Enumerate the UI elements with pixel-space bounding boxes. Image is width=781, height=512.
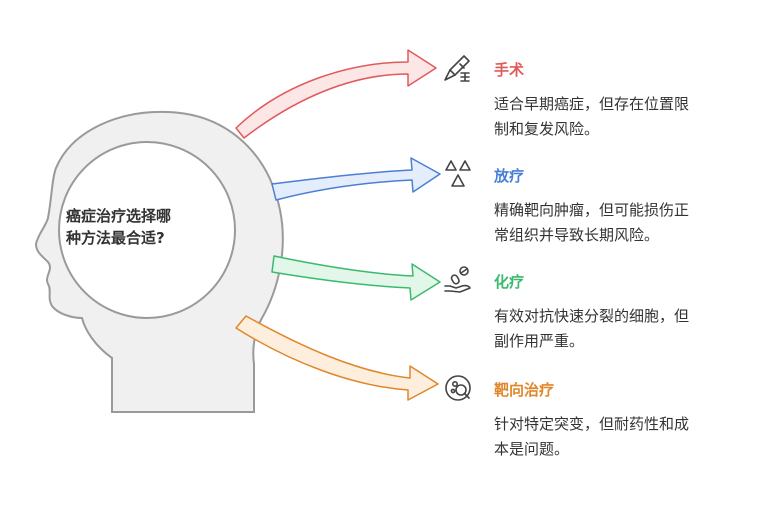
radiation-icon [445,160,471,187]
option-desc-surgery: 适合早期癌症，但存在位置限 制和复发风险。 [494,92,764,142]
option-desc-radiotherapy: 精确靶向肿瘤，但可能损伤正 常组织并导致长期风险。 [494,198,764,248]
option-desc-surgery-line2: 制和复发风险。 [494,120,600,138]
option-desc-chemotherapy-line1: 有效对抗快速分裂的细胞，但 [494,307,690,325]
option-title-targeted: 靶向治疗 [494,381,555,399]
option-desc-targeted-line1: 针对特定突变，但耐药性和成 [494,415,690,433]
arrow-chemotherapy [271,255,441,301]
scalpel-icon [444,55,470,82]
option-title-chemotherapy: 化疗 [494,273,525,291]
pills-hand-icon [444,266,471,293]
head-inner-circle [58,141,236,319]
option-title-surgery: 手术 [494,61,525,79]
arrow-radiotherapy [271,157,441,201]
central-question: 癌症治疗选择哪 种方法最合适? [66,205,234,249]
option-desc-targeted: 针对特定突变，但耐药性和成 本是问题。 [494,412,764,462]
option-desc-targeted-line2: 本是问题。 [494,440,570,458]
option-desc-radiotherapy-line2: 常组织并导致长期风险。 [494,226,660,244]
target-cell-icon [445,375,471,401]
option-desc-radiotherapy-line1: 精确靶向肿瘤，但可能损伤正 [494,201,690,219]
option-desc-surgery-line1: 适合早期癌症，但存在位置限 [494,95,690,113]
central-question-line1: 癌症治疗选择哪 [66,207,172,225]
central-question-line2: 种方法最合适? [66,229,165,247]
arrow-targeted [235,315,439,401]
option-desc-chemotherapy-line2: 副作用严重。 [494,332,585,350]
option-desc-chemotherapy: 有效对抗快速分裂的细胞，但 副作用严重。 [494,304,764,354]
arrow-surgery [235,49,437,139]
option-title-radiotherapy: 放疗 [494,167,525,185]
